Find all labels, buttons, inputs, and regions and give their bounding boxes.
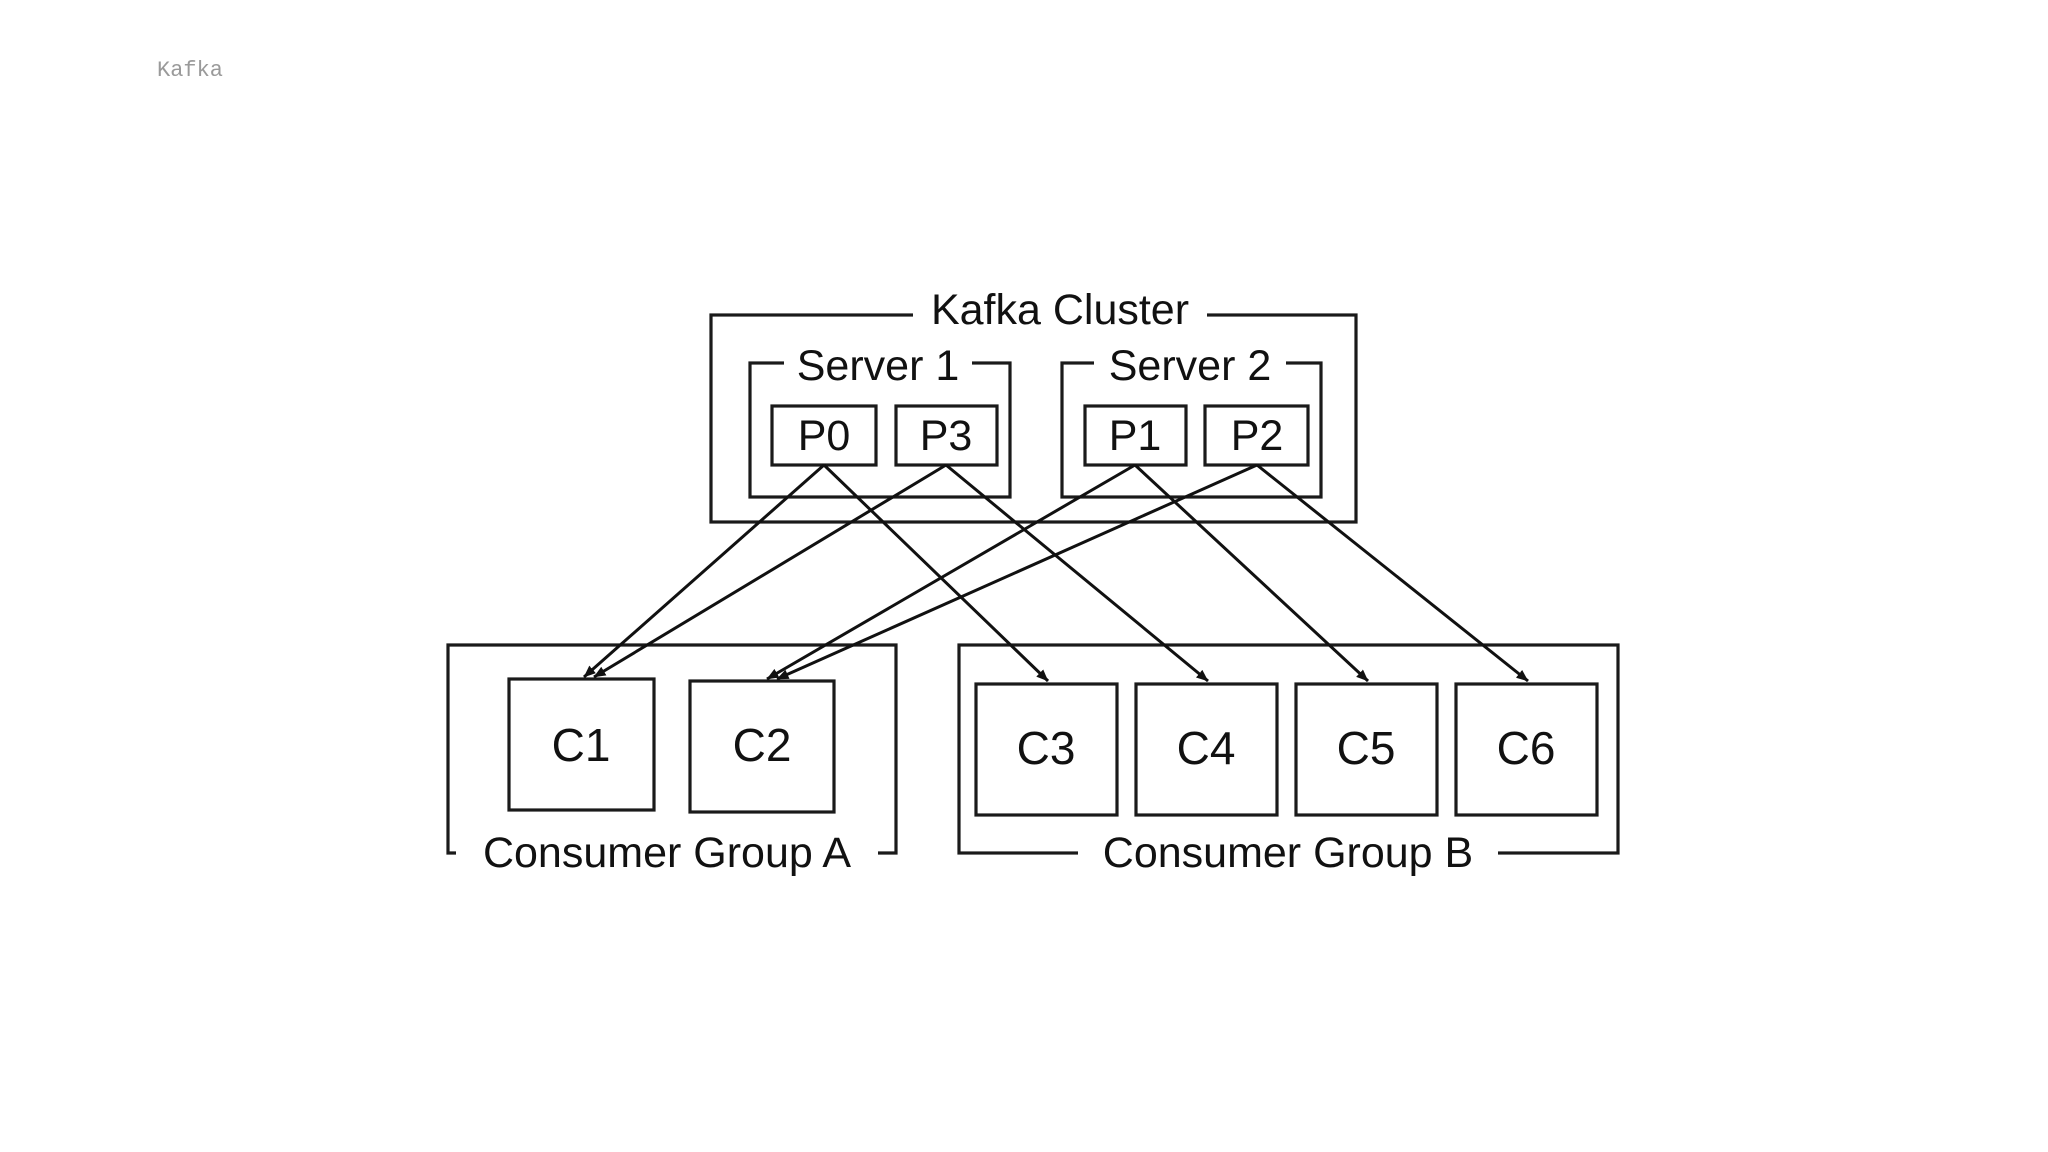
partition-label: P3 (920, 412, 973, 460)
assignment-arrows (583, 463, 1529, 683)
consumer-c2: C2 (688, 679, 836, 814)
arrow-p1-to-c2 (766, 463, 1136, 681)
server-label: Server 1 (797, 342, 960, 390)
partition-p0: P0 (770, 404, 878, 467)
arrow-p1-to-c5 (1133, 463, 1370, 683)
server-label: Server 2 (1109, 342, 1272, 390)
consumer-label: C5 (1337, 722, 1396, 774)
consumer-label: C1 (552, 719, 611, 771)
arrow-p0-to-c1 (583, 463, 825, 679)
partition-label: P0 (798, 412, 851, 460)
partition-p3: P3 (894, 404, 999, 467)
consumer-label: C2 (733, 719, 792, 771)
consumer-c5: C5 (1294, 682, 1439, 817)
kafka-cluster: Kafka Cluster Server 1 Server 2 P0 P3 P1 (709, 286, 1358, 524)
arrow-p0-to-c3 (822, 463, 1050, 683)
consumer-group-label: Consumer Group A (483, 829, 851, 877)
consumer-c1: C1 (507, 677, 656, 812)
partition-p2: P2 (1203, 404, 1310, 467)
consumer-c3: C3 (974, 682, 1119, 817)
consumer-c6: C6 (1454, 682, 1599, 817)
cluster-label: Kafka Cluster (931, 286, 1189, 334)
consumer-group-b: Consumer Group B C3 C4 C5 C6 (957, 643, 1620, 877)
consumer-label: C4 (1177, 722, 1236, 774)
partition-label: P2 (1231, 412, 1284, 460)
consumer-label: C6 (1497, 722, 1556, 774)
page-title: Kafka (157, 58, 224, 83)
arrow-p3-to-c4 (945, 463, 1209, 683)
arrow-p2-to-c6 (1256, 463, 1529, 683)
consumer-group-label: Consumer Group B (1103, 829, 1473, 877)
arrow-p3-to-c1 (593, 463, 947, 679)
partition-label: P1 (1109, 412, 1162, 460)
consumer-c4: C4 (1134, 682, 1279, 817)
partition-p1: P1 (1083, 404, 1188, 467)
arrow-p2-to-c2 (776, 463, 1258, 681)
consumer-label: C3 (1017, 722, 1076, 774)
consumer-group-a: Consumer Group A C1 C2 (446, 643, 898, 877)
